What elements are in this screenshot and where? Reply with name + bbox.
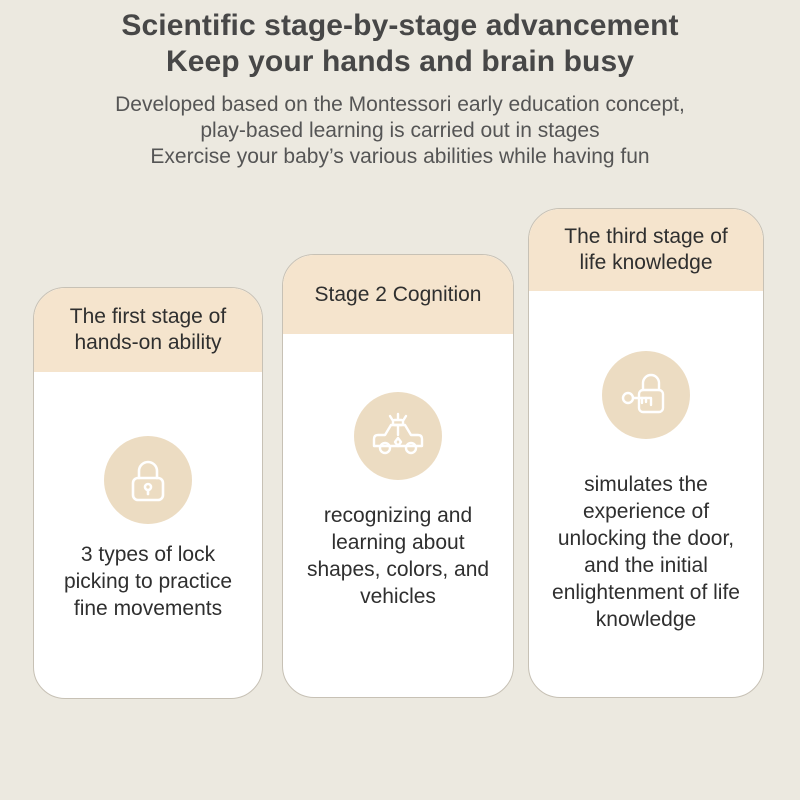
- stage-card-1-description: 3 types of lock picking to practice fine…: [34, 541, 262, 622]
- stage-card-3-text-line-3: unlocking the door,: [557, 527, 735, 550]
- title-line-1: Scientific stage-by-stage advancement: [121, 9, 679, 42]
- stage-card-3-text-line-5: enlightenment of life: [552, 581, 740, 604]
- stage-card-2-header: Stage 2 Cognition: [283, 255, 513, 334]
- page-subtitle: Developed based on the Montessori early …: [0, 92, 800, 170]
- stage-card-3-text-line-2: experience of: [582, 500, 710, 523]
- stage-card-3-text-line-4: and the initial: [584, 554, 708, 577]
- stage-card-2-description: recognizing and learning about shapes, c…: [283, 502, 513, 610]
- stage-card-3-description: simulates the experience of unlocking th…: [529, 471, 763, 633]
- stage-card-3-header-line-2: life knowledge: [579, 251, 713, 274]
- stage-card-2-text-line-1: recognizing and: [323, 504, 473, 527]
- lock-and-key-icon: [602, 351, 690, 439]
- stage-card-1-header-line-2: hands-on ability: [74, 331, 222, 354]
- stage-card-3-text-line-6: knowledge: [595, 608, 697, 631]
- stage-card-2-text-line-3: shapes, colors, and: [306, 558, 490, 581]
- stage-card-3: The third stage of life knowledge simula…: [528, 208, 764, 698]
- stage-card-3-header: The third stage of life knowledge: [529, 209, 763, 291]
- stage-card-3-header-line-1: The third stage of: [564, 225, 728, 248]
- stage-card-1-text-line-1: 3 types of lock: [80, 543, 216, 566]
- subtitle-line-2: play-based learning is carried out in st…: [200, 119, 600, 142]
- page-title: Scientific stage-by-stage advancement Ke…: [0, 8, 800, 80]
- toy-car-icon: [354, 392, 442, 480]
- header: Scientific stage-by-stage advancement Ke…: [0, 8, 800, 170]
- stage-card-1-text-line-2: picking to practice: [63, 570, 233, 593]
- stage-card-1: The first stage of hands-on ability 3 ty…: [33, 287, 263, 699]
- stage-card-1-header: The first stage of hands-on ability: [34, 288, 262, 372]
- stage-card-1-text-line-3: fine movements: [73, 597, 223, 620]
- subtitle-line-3: Exercise your baby’s various abilities w…: [150, 145, 650, 168]
- stage-card-2-header-line-1: Stage 2 Cognition: [314, 282, 482, 306]
- stage-card-3-text-line-1: simulates the: [584, 473, 708, 496]
- stage-card-1-header-line-1: The first stage of: [69, 305, 227, 328]
- title-line-2: Keep your hands and brain busy: [165, 45, 635, 78]
- stage-card-2-text-line-4: vehicles: [360, 585, 436, 608]
- stage-card-2: Stage 2 Cognition recognizing and learni…: [282, 254, 514, 698]
- subtitle-line-1: Developed based on the Montessori early …: [115, 93, 685, 116]
- stage-card-2-text-line-2: learning about: [331, 531, 465, 554]
- padlock-icon: [104, 436, 192, 524]
